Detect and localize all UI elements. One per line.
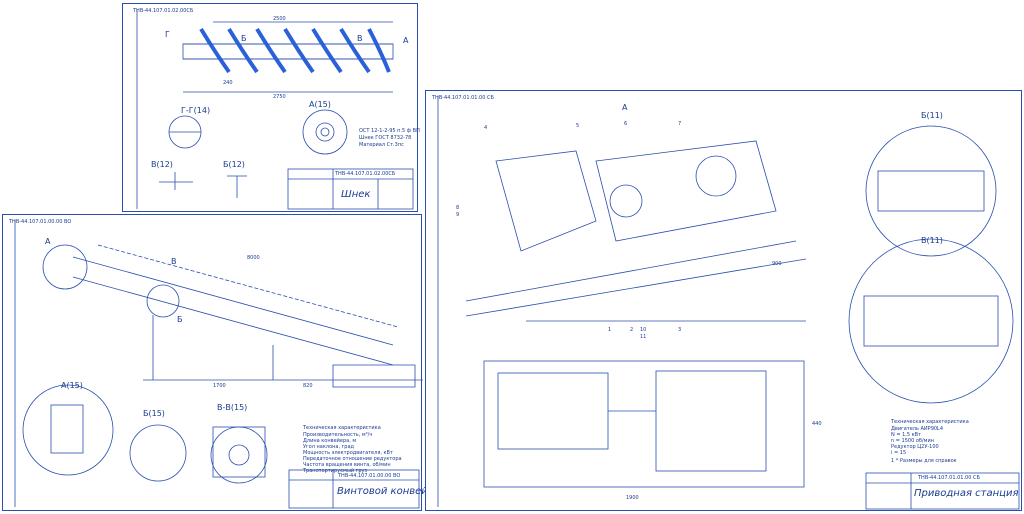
view-b11: Б(11)	[921, 111, 943, 120]
sheet3-stamp: ТНВ-44.107.01.01.00 СБ	[918, 475, 980, 481]
view-v11: В(11)	[921, 236, 943, 245]
sheet-screw-conveyor: ТНВ-44.107.01.00.00 ВО А Б В 8000 1700 8…	[2, 214, 440, 511]
sheet1-stamp: ТНВ-44.107.01.02.00СБ	[335, 171, 396, 177]
dim-2750: 2750	[273, 94, 286, 100]
tech-row-1: Производительность, м³/ч	[303, 432, 373, 438]
dim-820: 820	[303, 383, 313, 389]
sheet-drive-station: ТНВ-44.107.01.01.00 СБ А Б(11) В(11) 1 2…	[425, 90, 1022, 511]
sheet3-title: Приводная станция	[914, 488, 1019, 499]
tech-row-4: Мощность электродвигателя, кВт	[303, 450, 393, 456]
view-b15: Б(15)	[143, 409, 165, 418]
note-2: Шнек ГОСТ 8732-78	[359, 135, 412, 141]
tech3-row-1: Двигатель АИР90L4	[891, 426, 944, 432]
view-a15: А(15)	[61, 381, 83, 390]
label-a: А	[403, 36, 409, 45]
tech-row-3: Угол наклона, град	[303, 444, 354, 450]
view-label-a3: А	[622, 103, 628, 112]
tech3-row-2: N = 1,5 кВт	[891, 432, 922, 438]
note-1: ОСТ 12-1-2-95 п.5 ф ВП	[359, 128, 420, 134]
section-v: В(12)	[151, 160, 173, 169]
label-g: Г	[165, 30, 170, 39]
part-2: 2	[630, 327, 634, 333]
label-b: Б	[241, 34, 247, 43]
sheet3-note: 1 * Размеры для справок	[891, 458, 957, 464]
section-b: Б(12)	[223, 160, 245, 169]
section-a: А(15)	[309, 100, 331, 109]
tech3-row-3: n = 1500 об/мин	[891, 438, 934, 444]
sheet1-stamp-top: ТНВ-44.107.01.02.00СБ	[133, 8, 194, 14]
conveyor-graphics	[14, 220, 423, 509]
section-g-g: Г-Г(14)	[181, 106, 211, 115]
tech-row-7: Транспортируемый груз	[303, 468, 368, 474]
part-3: 3	[678, 327, 682, 333]
tech-row-5: Передаточное отношение редуктора	[303, 456, 402, 462]
part-10: 10	[640, 327, 647, 333]
drive-station-graphics	[437, 96, 1020, 510]
view-label-a: А	[45, 237, 51, 246]
part-9: 9	[456, 212, 460, 218]
part-7: 7	[678, 121, 682, 127]
dim-1700: 1700	[213, 383, 226, 389]
dim-2500: 2500	[273, 16, 286, 22]
tech3-row-5: i = 15	[891, 450, 907, 456]
sheet2-stamp-top: ТНВ-44.107.01.00.00 ВО	[9, 219, 72, 225]
part-8: 8	[456, 205, 460, 211]
dim-240: 240	[223, 80, 233, 86]
sheet2-stamp: ТНВ-44.107.01.00.00 ВО	[338, 473, 401, 479]
sheet1-title: Шнек	[341, 189, 371, 200]
dim-440: 440	[812, 421, 822, 427]
dim-8000: 8000	[247, 255, 260, 261]
sheet2-title: Винтовой конвейер	[337, 486, 441, 497]
tech-row-6: Частота вращения винта, об/мин	[303, 462, 391, 468]
view-label-v: В	[171, 257, 177, 266]
tech3-title: Техническая характеристика	[891, 419, 969, 425]
part-11: 11	[640, 334, 647, 340]
sheet3-stamp-top: ТНВ-44.107.01.01.00 СБ	[432, 95, 494, 101]
dim-900: 900	[772, 261, 782, 267]
view-vv15: В-В(15)	[217, 403, 248, 412]
tech-row-2: Длина конвейера, м	[303, 438, 357, 444]
dim-1900: 1900	[626, 495, 639, 501]
note-3: Материал Ст.3пс	[359, 142, 404, 148]
screw-drawing-graphics	[136, 9, 414, 210]
label-v: В	[357, 34, 363, 43]
tech3-row-4: Редуктор Ц2У-100	[891, 444, 939, 450]
sheet-screw-drawing: ТНВ-44.107.01.02.00СБ 2500 2750 240 Б В …	[122, 3, 420, 212]
view-label-b: Б	[177, 315, 183, 324]
tech-title: Техническая характеристика	[303, 425, 381, 431]
part-6: 6	[624, 121, 628, 127]
part-1: 1	[608, 327, 612, 333]
part-5: 5	[576, 123, 580, 129]
part-4: 4	[484, 125, 488, 131]
